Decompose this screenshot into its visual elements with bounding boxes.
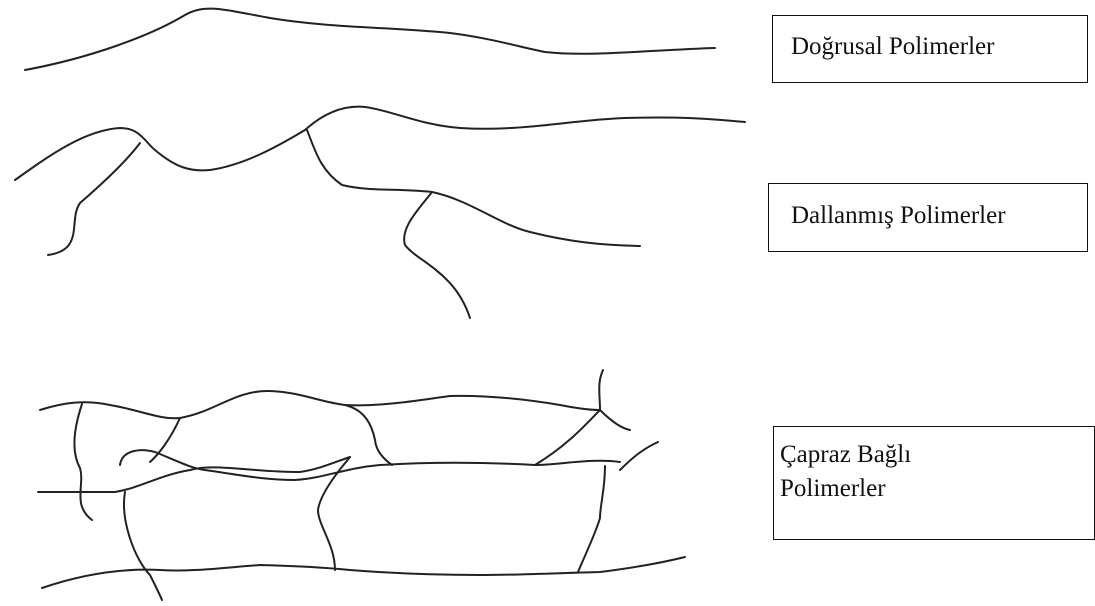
chain-4 [42, 557, 685, 588]
branched-polymer [15, 107, 745, 318]
crosslink-6 [535, 410, 600, 465]
branch-right [307, 130, 640, 246]
branch-right-sub [404, 192, 470, 318]
crosslink-3 [124, 492, 162, 600]
linear-polymer-chain [25, 9, 715, 70]
crosslink-9 [620, 442, 658, 470]
branch-left [48, 143, 140, 255]
cross-linked-label-line1: Çapraz Bağlı [780, 438, 1094, 472]
crosslink-7 [599, 370, 603, 410]
branched-polymers-label: Dallanmış Polimerler [768, 183, 1088, 252]
chain-2 [120, 450, 620, 480]
cross-linked-polymers-label: Çapraz Bağlı Polimerler [773, 426, 1095, 540]
crosslink-4 [345, 405, 392, 465]
cross-linked-label-line2: Polimerler [780, 472, 1094, 506]
crosslink-1 [74, 404, 92, 520]
cross-linked-polymer [38, 370, 685, 600]
chain-1 [40, 391, 630, 430]
branched-main-chain [15, 107, 745, 180]
crosslink-8 [578, 466, 605, 572]
linear-polymers-label: Doğrusal Polimerler [772, 15, 1088, 83]
chain-3 [38, 457, 350, 492]
